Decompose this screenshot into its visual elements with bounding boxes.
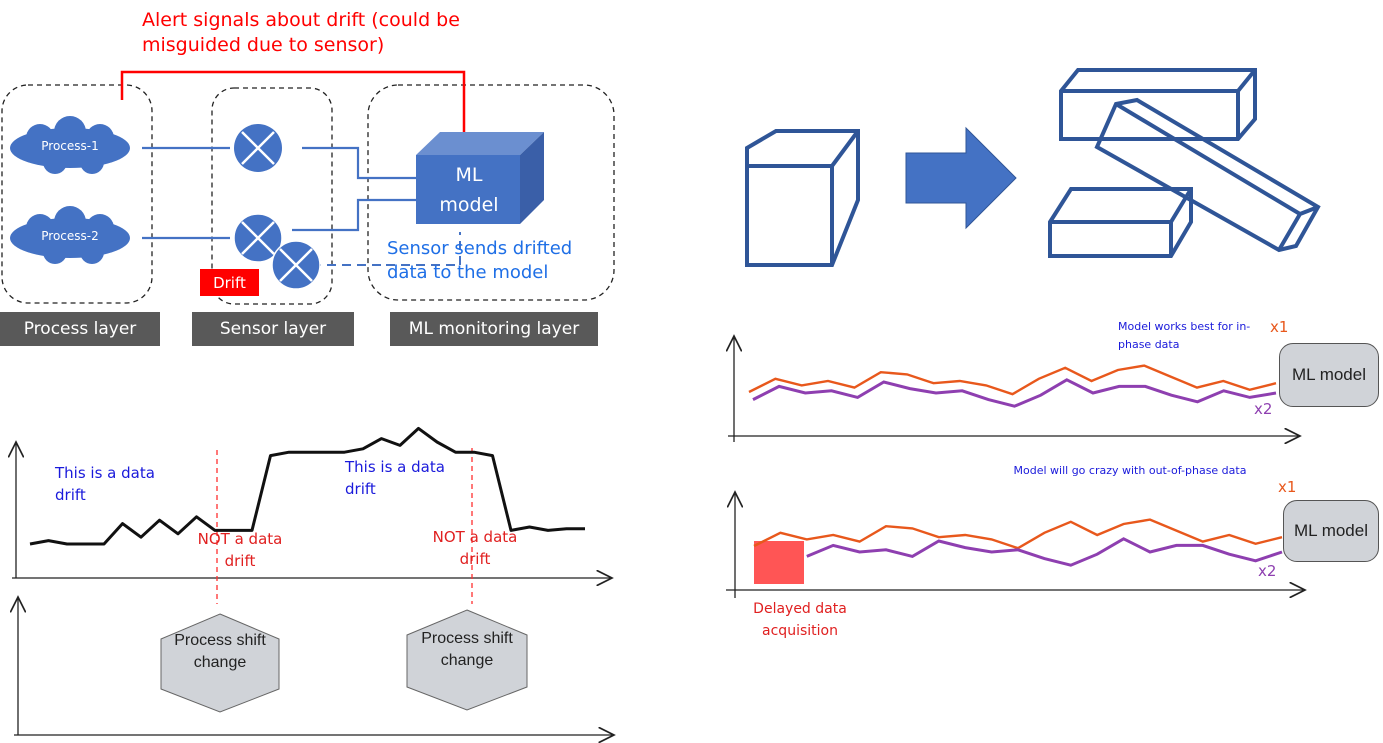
out-of-phase-x2-label: x2 (1258, 562, 1277, 580)
in-phase-note: Model works best for in-phase data (1118, 320, 1251, 351)
shift-change-label-left: Process shift change (174, 632, 266, 671)
single-cube-icon (745, 129, 860, 267)
sensor-layer-container (211, 87, 333, 305)
sensor-layer-label: Sensor layer (192, 312, 354, 346)
bottom-left-axes (12, 442, 614, 735)
drift-annotation-left: This is a data drift (55, 464, 155, 504)
not-drift-annotation-right: NOT a data drift (432, 528, 518, 568)
sensor-2-icon (233, 213, 283, 263)
not-drift-annotation-left: NOT a data drift (197, 530, 283, 570)
in-phase-ml-model-box: ML model (1279, 343, 1379, 407)
ml-monitoring-layer-label: ML monitoring layer (390, 312, 598, 346)
out-of-phase-axes (726, 492, 1305, 598)
process-layer-container (1, 84, 153, 304)
process-1-label: Process-1 (41, 139, 99, 153)
process-2-label: Process-2 (41, 229, 99, 243)
sensor-drift-note: Sensor sends drifted data to the model (387, 238, 573, 283)
process-2-cloud-icon (10, 206, 130, 264)
shift-change-label-right: Process shift change (421, 630, 513, 669)
connection-lines (142, 146, 416, 240)
in-phase-x2-label: x2 (1254, 400, 1273, 418)
ml-layer-container (367, 84, 615, 301)
in-phase-axes (728, 336, 1300, 442)
in-phase-x2-line (752, 378, 1277, 408)
out-of-phase-note: Model will go crazy with out-of-phase da… (1013, 464, 1247, 477)
transform-arrow-icon (905, 126, 1017, 230)
drift-badge: Drift (200, 269, 259, 296)
ml-model-cube-icon (416, 132, 544, 224)
alert-signal-text: Alert signals about drift (could be misg… (142, 9, 460, 56)
ml-model-label-line1: ML (455, 164, 483, 186)
process-1-cloud-icon (10, 116, 130, 174)
alert-connector (120, 70, 466, 136)
out-of-phase-x2-line (806, 537, 1283, 567)
drifted-sensor-icon (271, 240, 321, 290)
drift-annotation-right: This is a data drift (345, 458, 445, 498)
in-phase-x1-label: x1 (1270, 318, 1289, 336)
shift-change-hexagon-right (406, 609, 528, 711)
delayed-acquisition-label: Delayed data acquisition (753, 601, 847, 639)
ml-model-label: ML model (420, 160, 518, 220)
shift-change-hexagon-left (160, 613, 280, 713)
sensor-1-icon (234, 124, 282, 172)
process-layer-label: Process layer (0, 312, 160, 346)
drift-signal-line (29, 426, 585, 546)
ml-model-label-line2: model (439, 194, 499, 216)
out-of-phase-x1-label: x1 (1278, 478, 1297, 496)
delay-block (754, 541, 804, 584)
out-of-phase-x1-line (753, 518, 1283, 550)
out-of-phase-ml-model-box: ML model (1283, 500, 1379, 562)
in-phase-x1-line (748, 364, 1277, 396)
broken-blocks-icon (1048, 68, 1321, 258)
